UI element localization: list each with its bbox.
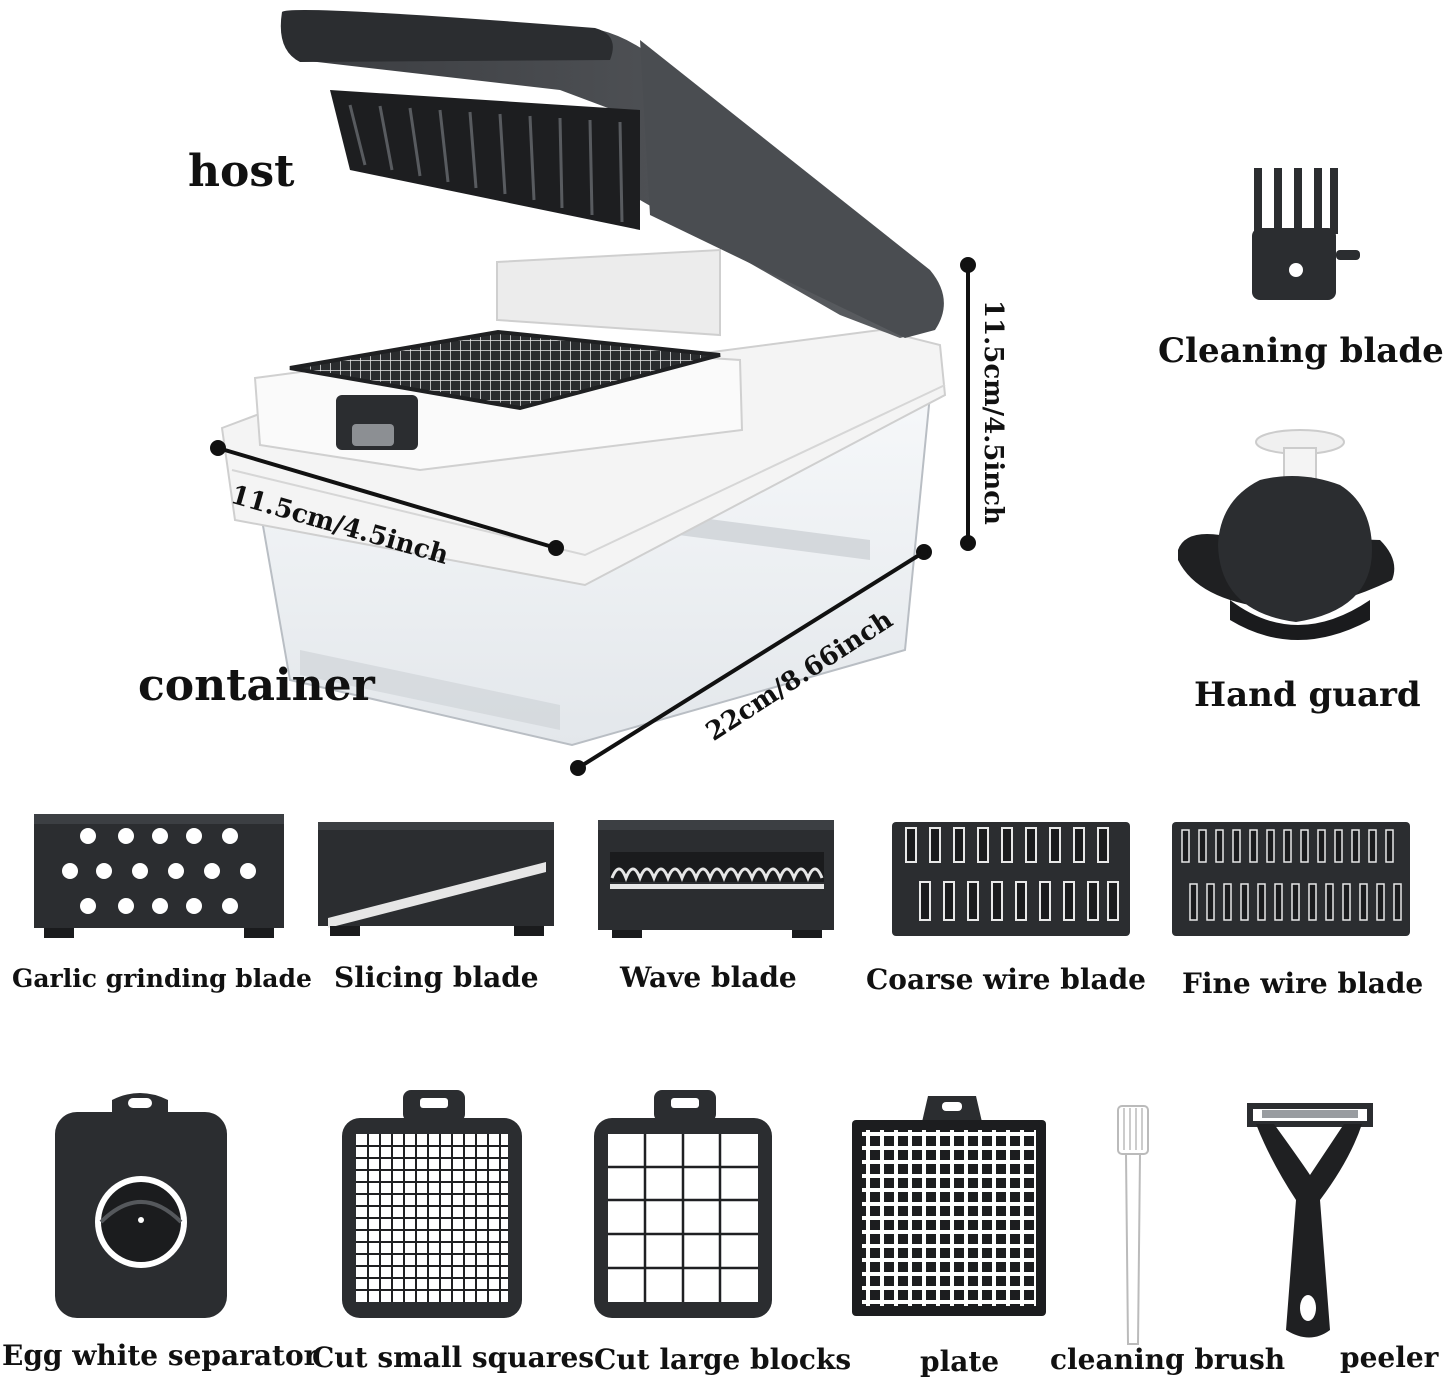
dimension-lines [210, 257, 976, 776]
plate-label: plate [920, 1345, 1000, 1378]
host-label: host [188, 146, 295, 197]
wave-blade-label: Wave blade [620, 961, 797, 994]
fine-wire-blade-icon [1172, 822, 1410, 936]
small-squares-label: Cut small squares [312, 1341, 595, 1374]
egg-separator-label: Egg white separator [2, 1339, 319, 1372]
main-chopper [220, 10, 947, 747]
height-dimension: 11.5cm/4.5inch [978, 300, 1008, 525]
slicing-blade-icon [318, 822, 554, 936]
small-squares-grid-icon [342, 1090, 522, 1318]
wave-blade-icon [598, 820, 834, 938]
peeler-label: peeler [1340, 1341, 1439, 1374]
garlic-grinding-blade-label: Garlic grinding blade [12, 964, 312, 993]
hand-guard-label: Hand guard [1194, 675, 1421, 715]
slicing-blade-label: Slicing blade [334, 961, 539, 994]
cleaning-brush-icon [1117, 1105, 1149, 1345]
large-blocks-label: Cut large blocks [594, 1343, 852, 1376]
large-blocks-grid-icon [594, 1090, 772, 1318]
container-label: container [138, 660, 375, 711]
cleaning-blade-icon [1252, 168, 1360, 300]
hand-guard-icon [1178, 429, 1395, 640]
coarse-wire-blade-label: Coarse wire blade [866, 963, 1146, 996]
cleaning-brush-label: cleaning brush [1050, 1343, 1286, 1376]
egg-separator-icon [55, 1093, 227, 1318]
plate-icon [852, 1096, 1046, 1316]
garlic-grinding-blade-icon [34, 814, 284, 938]
cleaning-blade-label: Cleaning blade [1158, 331, 1444, 371]
coarse-wire-blade-icon [892, 822, 1130, 936]
peeler-icon [1247, 1103, 1373, 1338]
fine-wire-blade-label: Fine wire blade [1182, 967, 1424, 1000]
